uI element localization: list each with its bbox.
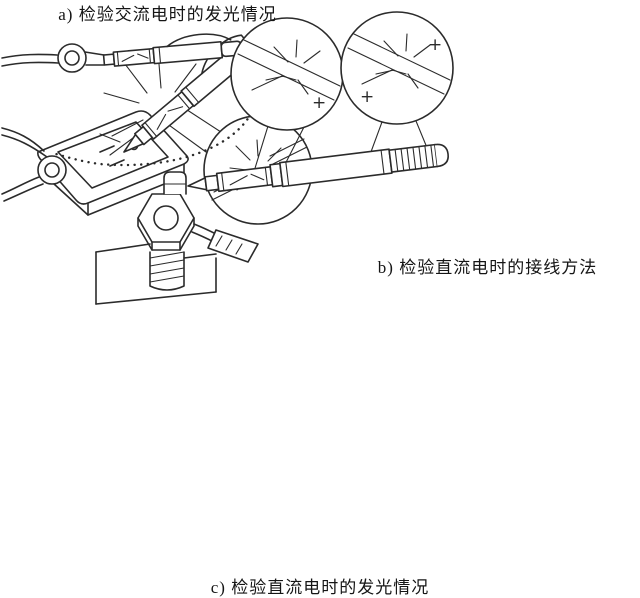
hex-nut xyxy=(137,171,195,251)
figure-caption-a: a) 检验交流电时的发光情况 xyxy=(58,5,277,24)
terminal-stud xyxy=(163,171,187,195)
wire-with-ring-terminal-bottom xyxy=(1,155,67,202)
plus-mark: + xyxy=(428,35,442,55)
figure-caption-b: b) 检验直流电时的接线方法 xyxy=(377,258,598,277)
test-pen-c xyxy=(187,143,449,193)
pen-clip-b xyxy=(166,33,232,48)
test-pen-b xyxy=(102,33,250,67)
magnifier-circle-c2: + + xyxy=(340,11,454,125)
panel-c-illustration: + + + xyxy=(95,11,454,305)
battery-post xyxy=(149,251,185,291)
plus-mark: + xyxy=(360,87,374,107)
battery-body xyxy=(95,243,217,305)
magnifier-circle-c1: + xyxy=(230,17,344,131)
wire-with-ring-terminal-top xyxy=(1,43,105,73)
neon-lamp-glow-c2 xyxy=(347,33,451,95)
cable-wedge xyxy=(191,223,259,263)
neon-lamp-glow-c1 xyxy=(237,39,341,101)
figure-caption-c: c) 检验直流电时的发光情况 xyxy=(210,578,430,597)
power-cord xyxy=(1,127,48,158)
plus-mark: + xyxy=(312,93,326,113)
panel-c: + + + xyxy=(0,0,524,312)
